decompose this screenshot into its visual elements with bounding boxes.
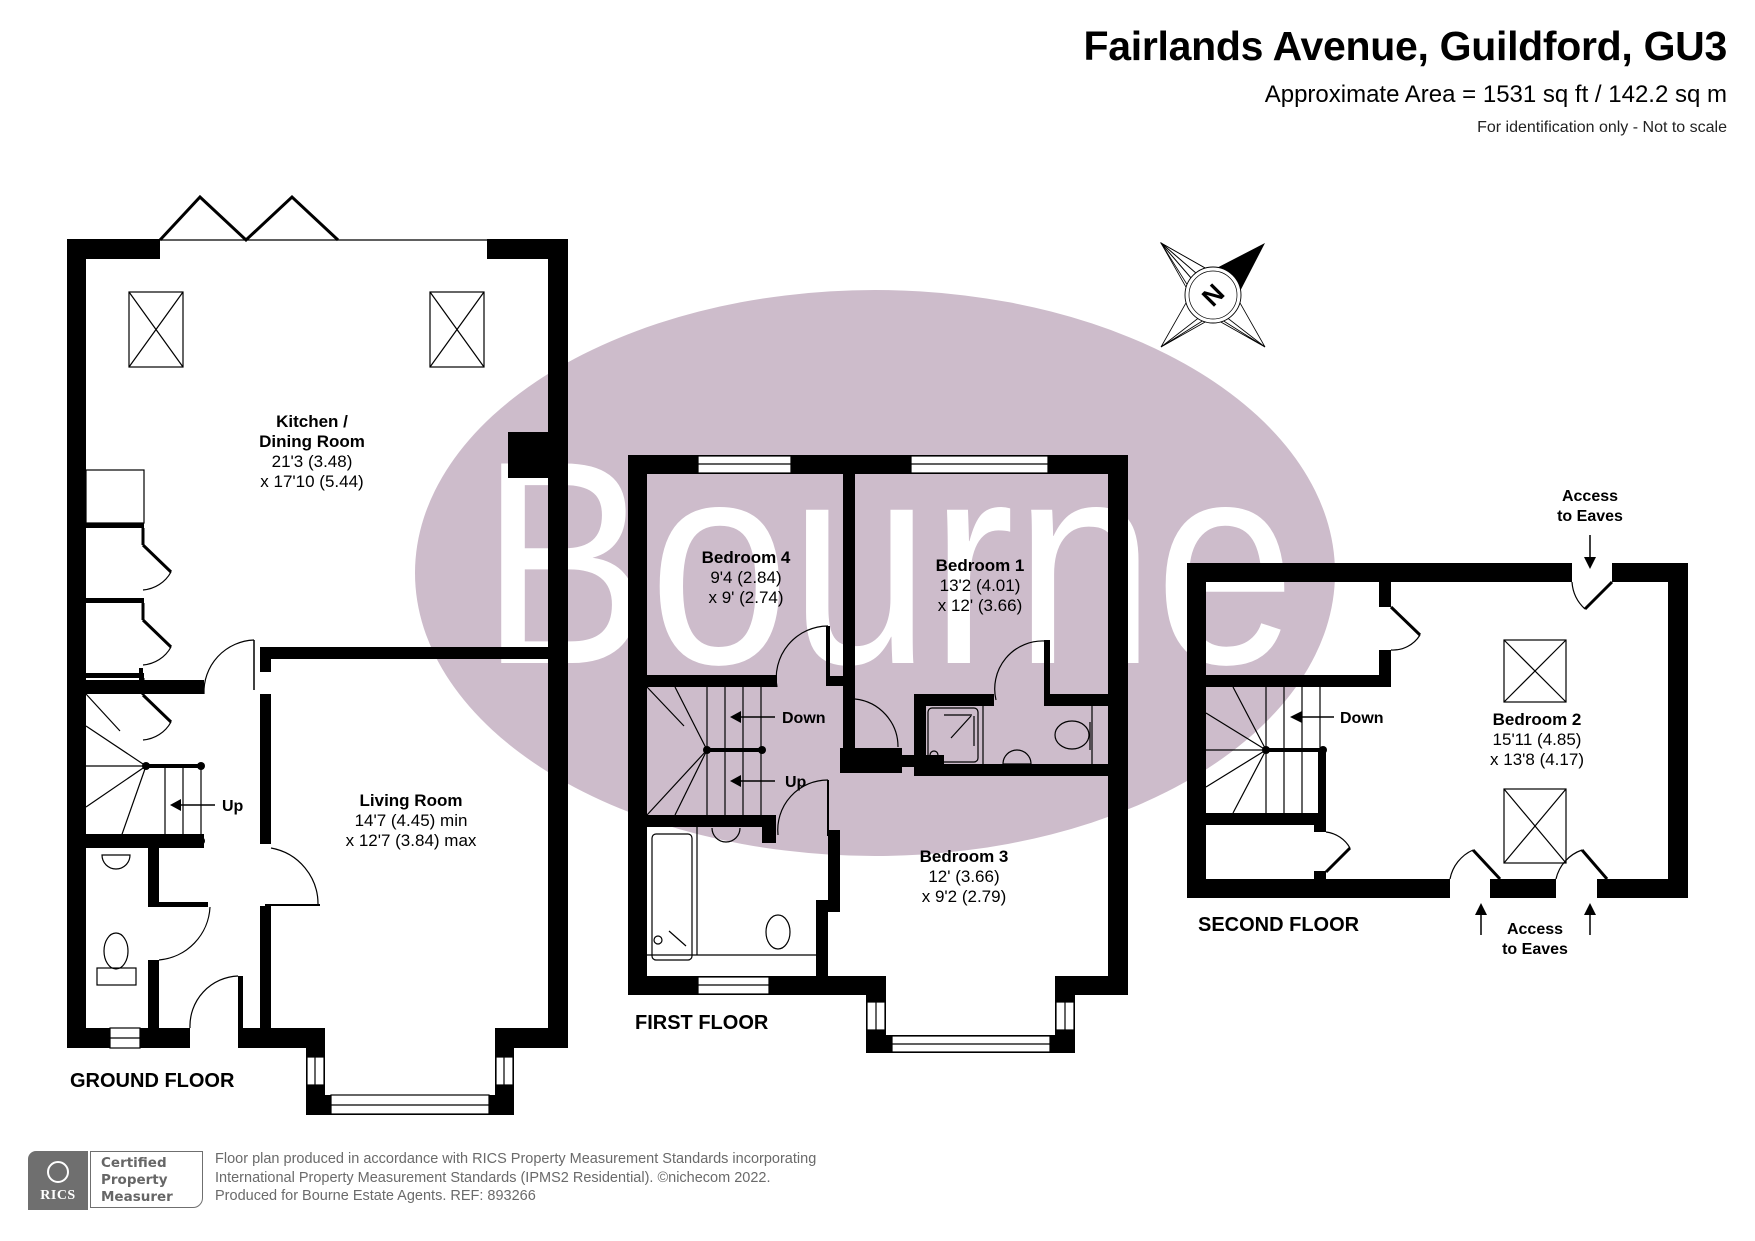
footer-line2: International Property Measurement Stand…: [215, 1169, 771, 1186]
approximate-area: Approximate Area = 1531 sq ft / 142.2 sq…: [1264, 81, 1727, 108]
eaves-access-top-line1: Access: [1562, 488, 1618, 505]
floor-label-ground: GROUND FLOOR: [70, 1070, 235, 1092]
room-dim-bedroom2-1: 15'11 (4.85): [1493, 730, 1582, 749]
shower-icon: [927, 707, 979, 763]
stairs-up-label: Up: [222, 798, 244, 815]
skylight-icon: [1503, 639, 1567, 703]
staircase-down-up: Down Up: [646, 686, 826, 816]
stairs-down-label: Down: [782, 710, 826, 727]
eaves-access-bottom-line1: Access: [1507, 921, 1563, 938]
room-name-bedroom3: Bedroom 3: [920, 847, 1009, 866]
rics-logo: RICS: [28, 1151, 88, 1210]
room-name-kitchen: Kitchen /: [276, 412, 348, 431]
room-dim-bedroom4-1: 9'4 (2.84): [710, 568, 781, 587]
property-title: Fairlands Avenue, Guildford, GU3: [1083, 23, 1728, 69]
rics-logo-text: RICS: [40, 1188, 76, 1203]
stairs-down-label-second: Down: [1340, 710, 1384, 727]
room-dim-bedroom1-1: 13'2 (4.01): [940, 576, 1021, 595]
room-dim-kitchen-2: x 17'10 (5.44): [260, 472, 363, 491]
badge-line3: Measurer: [101, 1189, 173, 1205]
room-name-bedroom1: Bedroom 1: [936, 556, 1025, 575]
first-floor-plan: Down Up: [628, 455, 1128, 1053]
rics-certified-badge: RICS Certified Property Measurer: [28, 1151, 203, 1210]
room-dim-bedroom2-2: x 13'8 (4.17): [1490, 750, 1584, 769]
floor-label-second: SECOND FLOOR: [1198, 914, 1360, 936]
skylight-icon: [128, 291, 184, 368]
room-dim-kitchen-1: 21'3 (3.48): [272, 452, 353, 471]
room-name-bedroom2: Bedroom 2: [1493, 710, 1582, 729]
room-dim-bedroom1-2: x 12' (3.66): [938, 596, 1023, 615]
certified-property-measurer: Certified Property Measurer: [90, 1151, 203, 1208]
room-dim-bedroom4-2: x 9' (2.74): [708, 588, 783, 607]
skylight-icon: [429, 291, 485, 368]
footer-legal-text: Floor plan produced in accordance with R…: [215, 1150, 816, 1206]
badge-line2: Property: [101, 1172, 168, 1188]
compass-rose-icon: N: [1159, 241, 1266, 348]
room-dim-living-2: x 12'7 (3.84) max: [346, 831, 477, 850]
ground-floor-plan: Up Kitchen / Dining Room: [67, 194, 568, 1115]
floor-label-first: FIRST FLOOR: [635, 1012, 769, 1034]
room-dim-bedroom3-2: x 9'2 (2.79): [922, 887, 1007, 906]
bath-icon: [651, 827, 698, 961]
rics-lion-icon: [47, 1161, 69, 1183]
footer: RICS Certified Property Measurer Floor p…: [28, 1151, 816, 1210]
badge-line1: Certified: [101, 1155, 167, 1171]
room-dim-living-1: 14'7 (4.45) min: [355, 811, 468, 830]
disclaimer-note: For identification only - Not to scale: [1477, 119, 1727, 136]
skylight-icon: [1503, 788, 1567, 864]
room-dim-bedroom3-1: 12' (3.66): [928, 867, 999, 886]
watermark-text: Bourne: [481, 401, 1296, 725]
staircase-down-second: Down: [1205, 686, 1384, 820]
room-name-living: Living Room: [360, 791, 463, 810]
header: Fairlands Avenue, Guildford, GU3 Approxi…: [1083, 22, 1728, 138]
eaves-access-top-line2: to Eaves: [1557, 508, 1623, 525]
footer-line1: Floor plan produced in accordance with R…: [215, 1151, 817, 1167]
footer-line3: Produced for Bourne Estate Agents. REF: …: [215, 1188, 536, 1204]
room-name-bedroom4: Bedroom 4: [702, 548, 791, 567]
stairs-up-label-first: Up: [785, 774, 807, 791]
room-name-kitchen-2: Dining Room: [259, 432, 365, 451]
second-floor-plan: Access to Eaves Access to Eaves: [1187, 488, 1688, 958]
eaves-access-bottom-line2: to Eaves: [1502, 941, 1568, 958]
bifold-door: [158, 194, 340, 243]
